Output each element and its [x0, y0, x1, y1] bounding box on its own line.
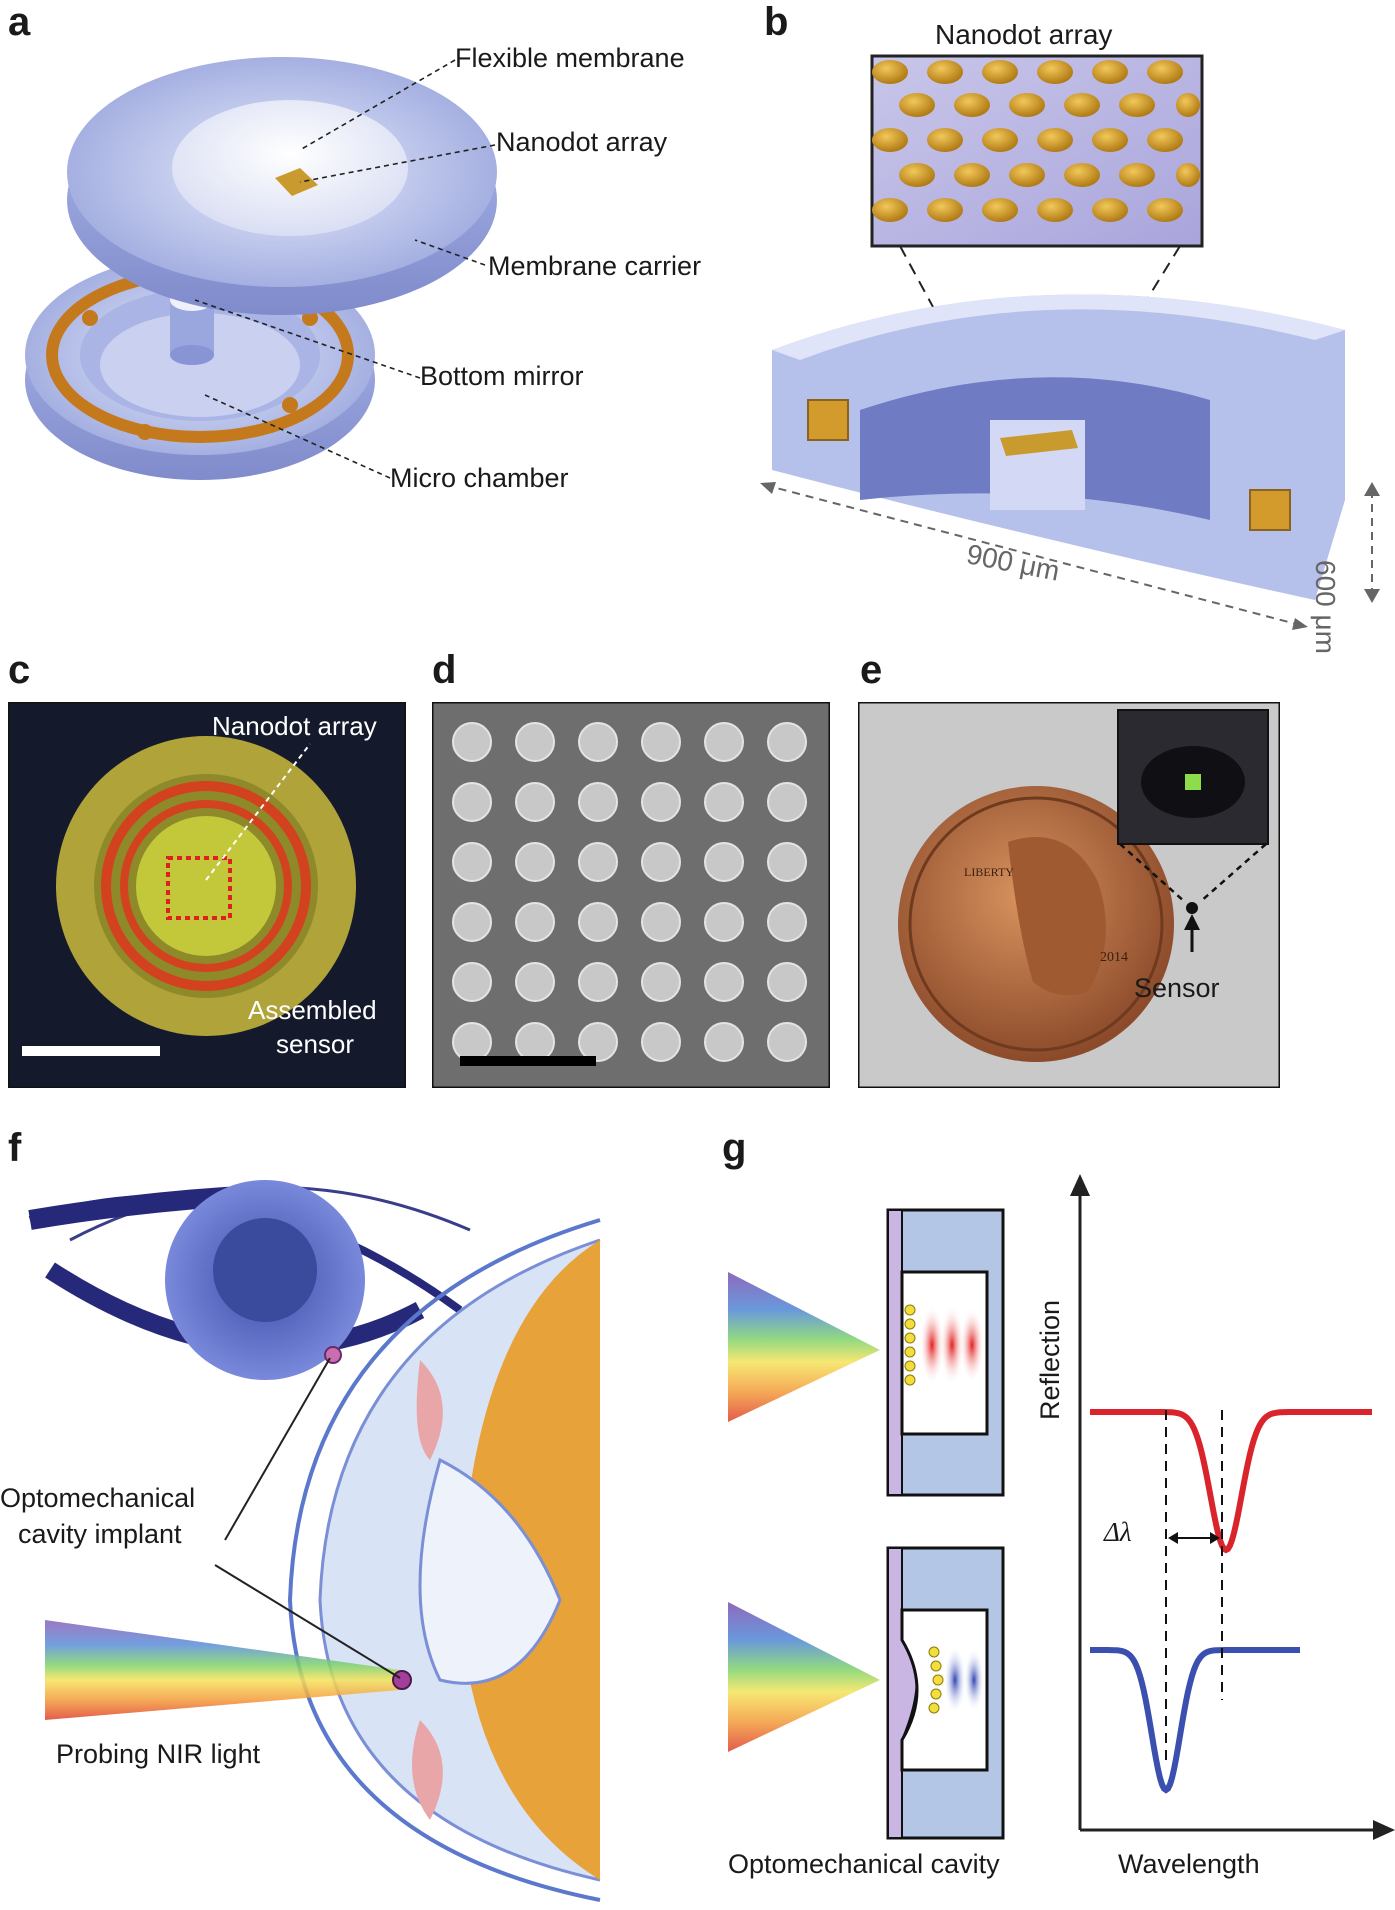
label-membrane-carrier: Membrane carrier — [488, 251, 702, 281]
nanodot-inset — [870, 54, 1204, 248]
sem-nanodot — [578, 902, 618, 942]
label-probing-light: Probing NIR light — [56, 1739, 261, 1769]
sem-nanodot — [452, 722, 492, 762]
sem-nanodot — [641, 782, 681, 822]
sem-nanodot — [767, 842, 807, 882]
coin-liberty-text: LIBERTY — [964, 865, 1014, 879]
label-flexible-membrane: Flexible membrane — [455, 43, 685, 73]
sem-nanodot — [515, 842, 555, 882]
label-sensor: Sensor — [1134, 973, 1220, 1003]
sem-nanodot — [578, 842, 618, 882]
sem-nanodot — [578, 1022, 618, 1062]
cavity-unstrained — [886, 1208, 1005, 1497]
label-assembled-2: sensor — [276, 1029, 355, 1059]
axis-label-reflection: Reflection — [1035, 1299, 1065, 1420]
sem-nanodot — [515, 1022, 555, 1062]
spectrum-axes — [1070, 1174, 1395, 1840]
label-nanodot-array-a: Nanodot array — [496, 127, 668, 157]
sem-nanodot — [641, 902, 681, 942]
pupil — [213, 1218, 317, 1322]
sem-nanodot — [452, 902, 492, 942]
sem-nanodot — [704, 722, 744, 762]
panel-letter-c: c — [8, 648, 31, 692]
panel-letter-a: a — [8, 0, 31, 44]
panel-letter-g: g — [722, 1126, 747, 1170]
sem-nanodot — [515, 902, 555, 942]
sem-nanodot — [515, 722, 555, 762]
label-delta-lambda: Δλ — [1104, 1517, 1132, 1547]
nanodot-region-box — [166, 856, 232, 920]
label-assembled-1: Assembled — [248, 995, 377, 1025]
sem-nanodot — [578, 722, 618, 762]
sem-nanodot — [641, 1022, 681, 1062]
label-optomechanical-cavity: Optomechanical cavity — [728, 1849, 1000, 1879]
sem-nanodot — [578, 782, 618, 822]
axis-label-wavelength: Wavelength — [1118, 1849, 1260, 1879]
panel-e-image — [858, 702, 1280, 1088]
sem-nanodot — [641, 962, 681, 1002]
label-bottom-mirror: Bottom mirror — [420, 361, 584, 391]
reflection-curve-red — [1090, 1409, 1372, 1554]
lens — [418, 1457, 562, 1685]
nanodot-inset-dots — [872, 60, 1200, 222]
panel-g-illustration — [728, 1174, 1395, 1840]
sem-nanodot — [704, 782, 744, 822]
membrane-carrier-part — [67, 57, 497, 315]
panel-b-illustration — [760, 54, 1380, 630]
probing-light-beam — [45, 1620, 400, 1720]
sem-nanodot — [767, 962, 807, 1002]
cross-section-body — [772, 294, 1345, 600]
sem-nanodot — [704, 962, 744, 1002]
reflection-curve-blue — [1090, 1647, 1300, 1794]
panel-c-image — [8, 702, 406, 1088]
sem-nanodot — [452, 782, 492, 822]
sem-nanodot — [452, 1022, 492, 1062]
sem-nanodots — [452, 722, 807, 1062]
label-implant-1: Optomechanical — [0, 1483, 196, 1513]
sem-nanodot — [767, 722, 807, 762]
coin-year-text: 2014 — [1100, 950, 1128, 965]
cavity-deformed — [886, 1546, 1005, 1840]
panel-letter-b: b — [764, 0, 789, 44]
shift-markers — [1165, 1410, 1223, 1760]
sem-nanodot — [452, 842, 492, 882]
scale-bar-c — [22, 1046, 160, 1056]
panel-letter-d: d — [432, 648, 457, 692]
sem-nanodot — [515, 782, 555, 822]
label-micro-chamber: Micro chamber — [390, 463, 569, 493]
scale-bar-d — [460, 1056, 596, 1066]
sem-nanodot — [704, 1022, 744, 1062]
sem-nanodot — [641, 722, 681, 762]
sem-nanodot — [641, 842, 681, 882]
sem-nanodot — [704, 842, 744, 882]
nanodot-array-chip — [275, 168, 318, 196]
sem-nanodot — [767, 782, 807, 822]
label-nanodot-array-b: Nanodot array — [935, 19, 1113, 50]
label-nanodot-array-c: Nanodot array — [212, 711, 377, 741]
sem-nanodot — [515, 962, 555, 1002]
panel-letter-f: f — [8, 1126, 22, 1170]
sem-nanodot — [704, 902, 744, 942]
panel-letter-e: e — [860, 648, 883, 692]
sem-nanodot — [767, 1022, 807, 1062]
sem-nanodot — [452, 962, 492, 1002]
sensor-dot — [1186, 902, 1198, 914]
sem-nanodot — [767, 902, 807, 942]
panel-f-illustration — [28, 1180, 601, 1902]
panel-d-image — [432, 702, 830, 1088]
dimension-height: 600 μm — [1310, 560, 1341, 654]
flexible-membrane — [172, 100, 408, 236]
panel-a-illustration — [25, 57, 497, 480]
implant-marker — [392, 1670, 412, 1690]
label-implant-2: cavity implant — [18, 1519, 182, 1549]
sem-nanodot — [578, 962, 618, 1002]
